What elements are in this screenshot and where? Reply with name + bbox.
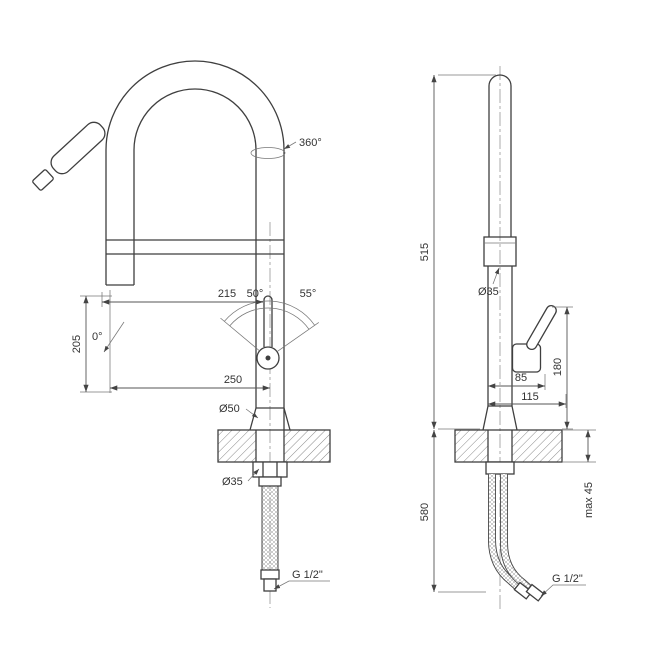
swivel-indicator	[250, 141, 297, 159]
side-view: G 1/2" 515	[419, 66, 596, 610]
faucet-body-side	[482, 74, 518, 431]
dim-215-label: 215	[218, 288, 236, 300]
dim-max45-label: max 45	[583, 482, 595, 518]
body-dia-label: Ø35	[478, 286, 499, 298]
faucet-body-front	[106, 150, 291, 431]
stream-angle-leader	[103, 321, 125, 353]
shank-dia-leader	[247, 468, 260, 482]
side-dimensions	[431, 74, 596, 593]
countertop-side	[454, 429, 563, 463]
under-counter-side	[485, 461, 545, 602]
body-dia-leader	[492, 267, 500, 285]
base-dia-label: Ø50	[219, 403, 240, 415]
under-counter-front	[252, 461, 288, 592]
front-dimensions	[80, 290, 270, 482]
dim-250-label: 250	[224, 374, 242, 386]
rotation-label: 360°	[299, 137, 322, 149]
angle-50-label: 50°	[247, 288, 264, 300]
dim-85-label: 85	[515, 372, 527, 384]
dim-180-label: 180	[552, 358, 564, 376]
dim-205-label: 205	[71, 335, 83, 353]
thread-leader-side	[540, 584, 586, 597]
front-view: 360° 0°	[32, 60, 331, 608]
handle-fan	[220, 295, 320, 370]
dim-580-label: 580	[419, 503, 431, 521]
thread-label-front: G 1/2"	[292, 569, 323, 581]
gooseneck-hose-arc	[105, 60, 285, 286]
spray-head	[32, 121, 106, 191]
stream-angle-label: 0°	[92, 331, 103, 343]
angle-55-label: 55°	[300, 288, 317, 300]
countertop-front	[217, 429, 331, 463]
dim-515-label: 515	[419, 243, 431, 261]
thread-leader-front	[273, 580, 330, 590]
thread-label-side: G 1/2"	[552, 573, 583, 585]
dim-115-label: 115	[521, 391, 539, 403]
base-dia-leader	[245, 408, 259, 419]
handle-side	[511, 304, 557, 373]
shank-dia-label: Ø35	[222, 476, 243, 488]
